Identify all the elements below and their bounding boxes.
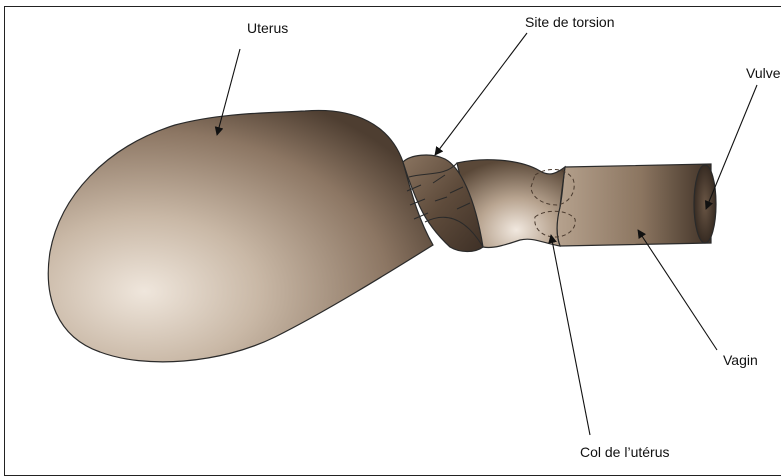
- diagram-frame: Uterus Site de torsion Vulve Vagin Col d…: [4, 6, 781, 476]
- uterus-shape: [48, 110, 433, 361]
- uterus-label: Uterus: [247, 20, 288, 36]
- vulva-opening: [694, 165, 716, 243]
- vagina-shape: [557, 164, 711, 246]
- vulva-arrow: [706, 85, 757, 209]
- uterine-torsion-diagram: Uterus Site de torsion Vulve Vagin Col d…: [5, 7, 781, 476]
- vagina-label: Vagin: [723, 352, 758, 368]
- vagina-arrow: [638, 230, 717, 350]
- torsion-arrow: [435, 33, 527, 155]
- cervix-arrow: [551, 235, 590, 435]
- torsion-site-label: Site de torsion: [525, 14, 615, 30]
- cervix-label: Col de l’utérus: [580, 444, 670, 460]
- vulva-label: Vulve: [746, 65, 781, 81]
